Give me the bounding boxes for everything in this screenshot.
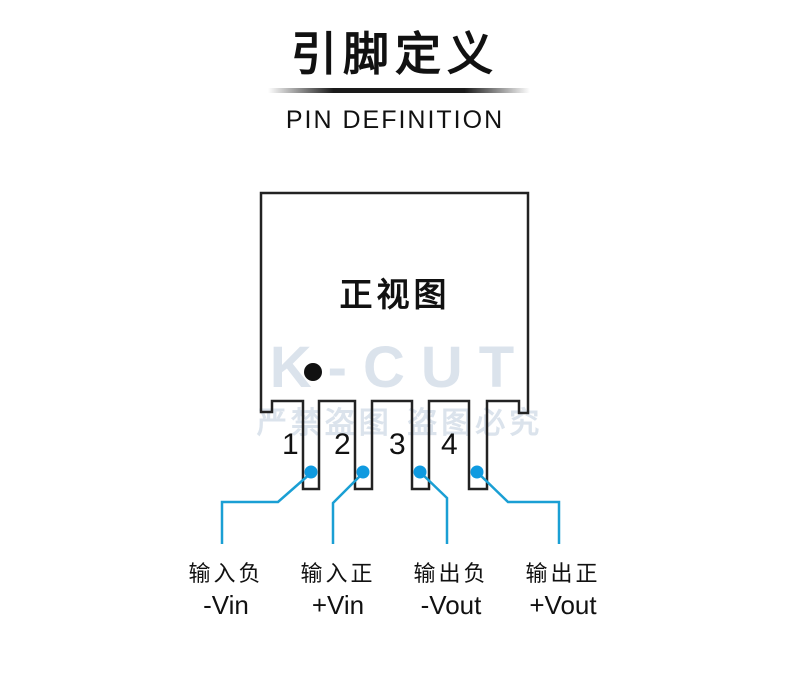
pin-label-1: 输入负 -Vin [166,556,286,621]
page-title: 引脚定义 [291,27,499,81]
pin-number-1: 1 [282,428,299,461]
pin-label-4: 输出正 +Vout [503,556,623,621]
pin-label-cn: 输入负 [188,562,264,587]
leader-line-pin4 [476,471,561,544]
pin-label-en: -Vout [420,590,482,620]
pin3-dot [413,465,427,479]
pin-number-2: 2 [334,428,351,461]
pin-label-cn: 输出正 [525,562,601,587]
pin-label-2: 输入正 +Vin [278,556,398,621]
front-view-label: 正视图 [339,275,451,314]
pin-label-en: +Vin [311,590,365,620]
leader-line-pin1 [220,472,312,544]
pin1-indicator-dot [304,363,322,381]
pin-label-cn: 输出负 [413,562,489,587]
title-divider [268,88,530,93]
pin1-dot [304,465,318,479]
pin4-dot [470,465,484,479]
pin-label-cn: 输入正 [300,562,376,587]
pin-label-3: 输出负 -Vout [391,556,511,621]
leader-line-pin2 [331,472,364,544]
pin-number-4: 4 [441,428,458,461]
pin2-dot [356,465,370,479]
leader-line-pin3 [419,471,449,544]
pin-label-en: -Vin [203,590,249,620]
pin-label-en: +Vout [529,590,597,620]
pin-number-3: 3 [389,428,406,461]
page-subtitle: PIN DEFINITION [285,106,505,134]
package-body [259,191,530,491]
